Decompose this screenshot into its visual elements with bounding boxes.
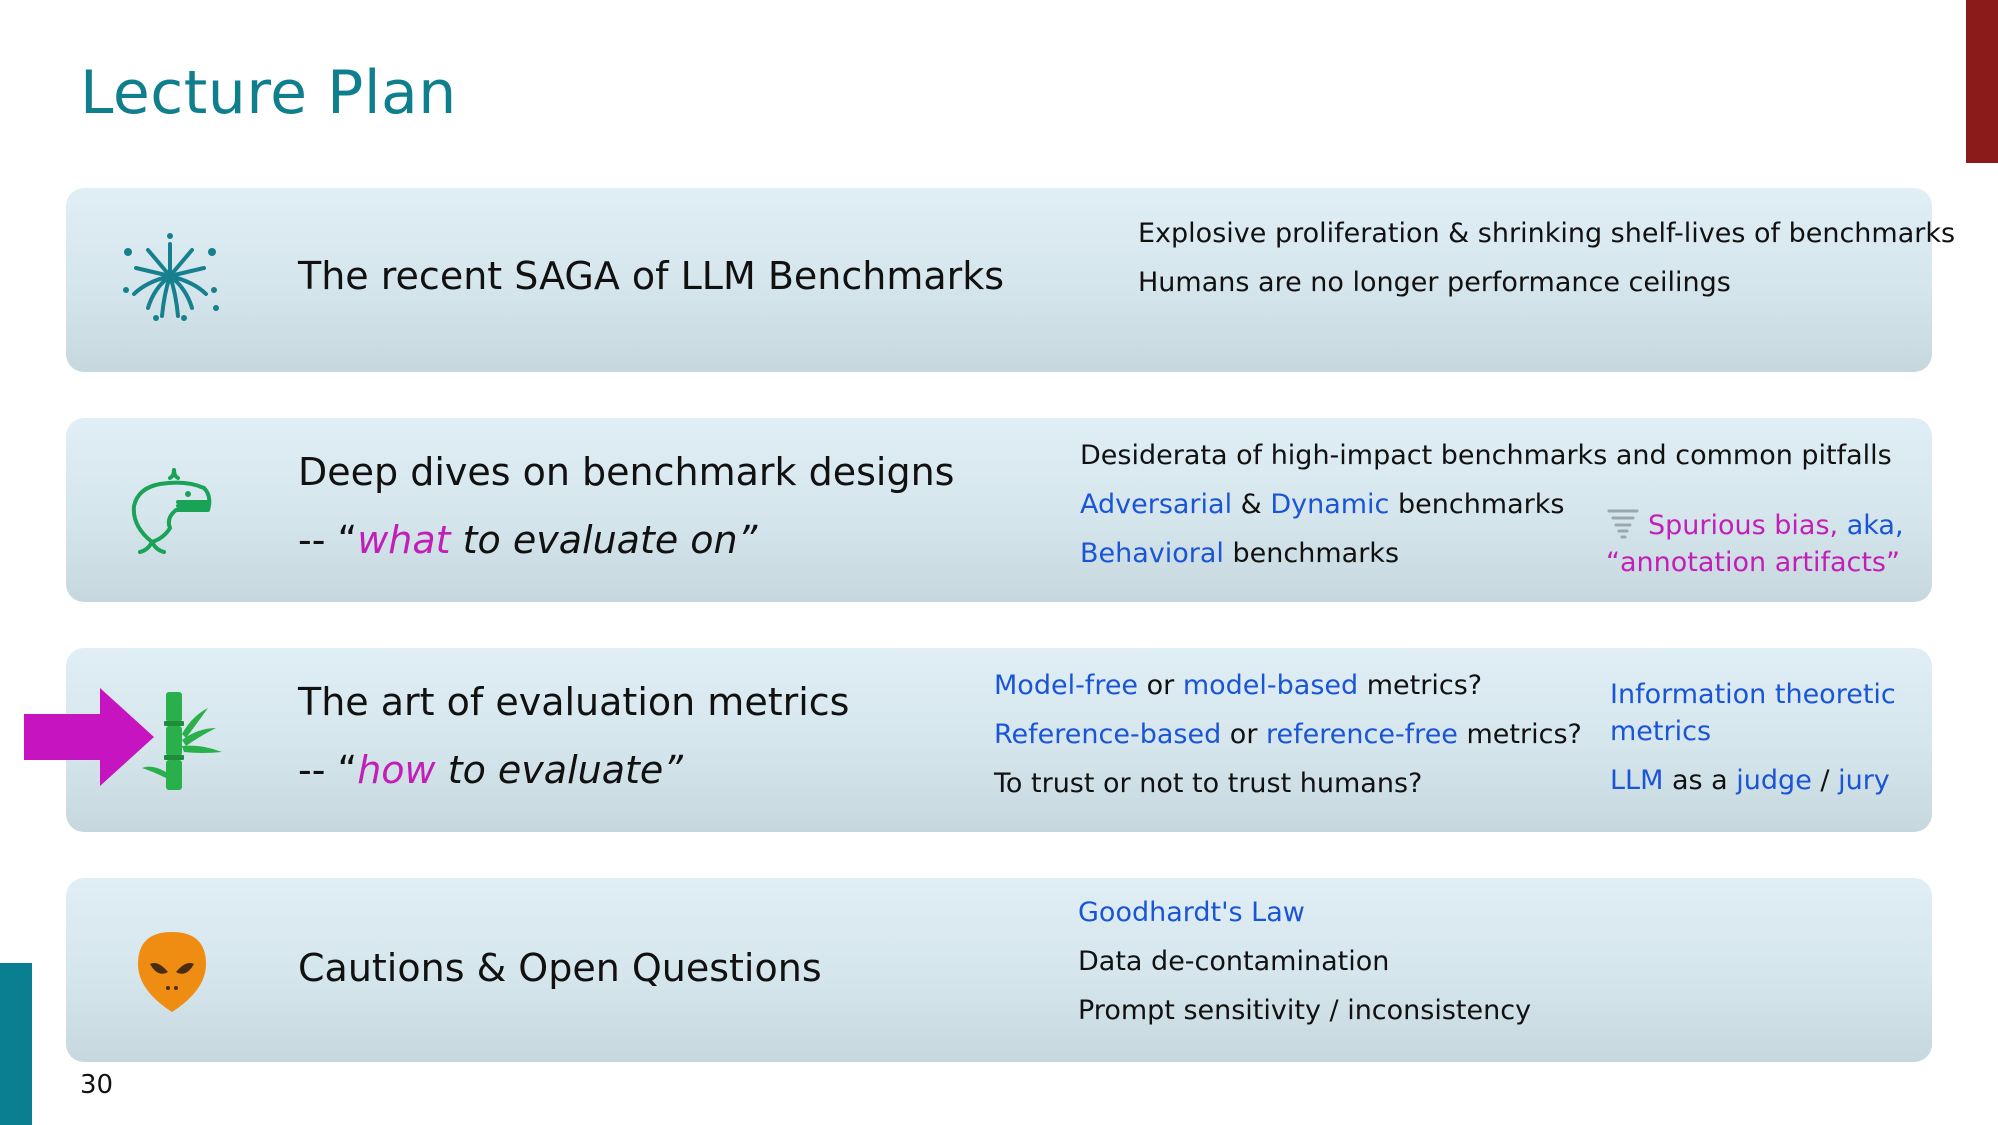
- list-item: Adversarial & Dynamic benchmarks: [1080, 480, 1892, 529]
- section-items: Model-free or model-based metrics? Refer…: [994, 661, 1582, 808]
- page-title: Lecture Plan: [80, 58, 457, 128]
- side-text: /: [1811, 765, 1839, 796]
- whale-icon: [131, 468, 212, 554]
- section-panel-cautions: Cautions & Open Questions Goodhardt's La…: [66, 878, 1932, 1062]
- subheading-prefix: -- “: [298, 748, 358, 792]
- item-text: Desiderata of high-impact benchmarks and…: [1080, 440, 1892, 471]
- item-text: &: [1232, 489, 1271, 520]
- link-reference-free[interactable]: reference-free: [1266, 719, 1458, 750]
- link-judge[interactable]: judge: [1736, 765, 1812, 796]
- list-item: Data de-contamination: [1078, 946, 1390, 977]
- item-text: or: [1138, 670, 1183, 701]
- section-heading: The art of evaluation metrics: [298, 680, 850, 724]
- link-adversarial[interactable]: Adversarial: [1080, 489, 1233, 520]
- bamboo-icon: [142, 692, 222, 790]
- spurious-bias-link[interactable]: Spurious bias: [1648, 510, 1830, 541]
- list-item: Reference-based or reference-free metric…: [994, 710, 1582, 759]
- link-dynamic[interactable]: Dynamic: [1270, 489, 1390, 520]
- item-text: metrics?: [1358, 670, 1483, 701]
- fireworks-icon: [123, 233, 219, 321]
- link-reference-based[interactable]: Reference-based: [994, 719, 1222, 750]
- list-item: Model-free or model-based metrics?: [994, 661, 1582, 710]
- subheading-prefix: -- “: [298, 518, 358, 562]
- alien-icon: [138, 932, 206, 1012]
- accent-bar-bottom: [0, 963, 32, 1125]
- link-information-theoretic[interactable]: Information theoretic: [1610, 679, 1896, 710]
- side-text: ,: [1829, 510, 1847, 541]
- current-section-arrow: [24, 688, 154, 786]
- tornado-icon: [1607, 509, 1639, 539]
- side-note: Spurious bias, aka, “annotation artifact…: [1606, 506, 1904, 581]
- section-panel-evaluation-metrics: The art of evaluation metrics -- “how to…: [66, 648, 1932, 832]
- subheading-rest: to evaluate”: [435, 748, 683, 792]
- aka-link[interactable]: aka,: [1846, 510, 1904, 541]
- section-heading: The recent SAGA of LLM Benchmarks: [298, 254, 1005, 298]
- section-subheading: -- “how to evaluate”: [298, 748, 683, 792]
- list-item: Prompt sensitivity / inconsistency: [1078, 995, 1532, 1026]
- list-item: Behavioral benchmarks: [1080, 529, 1892, 578]
- link-llm[interactable]: LLM: [1610, 765, 1664, 796]
- item-text: To trust or not to trust humans?: [994, 768, 1423, 799]
- section-subheading: -- “what to evaluate on”: [298, 518, 757, 562]
- section-items: Desiderata of high-impact benchmarks and…: [1080, 431, 1892, 578]
- section-panel-saga: The recent SAGA of LLM Benchmarks Explos…: [66, 188, 1955, 372]
- side-text: as a: [1663, 765, 1737, 796]
- side-text: “annotation artifacts”: [1606, 547, 1900, 578]
- link-jury[interactable]: jury: [1838, 765, 1890, 796]
- link-behavioral[interactable]: Behavioral: [1080, 538, 1224, 569]
- section-heading: Cautions & Open Questions: [298, 946, 822, 990]
- link-information-theoretic[interactable]: metrics: [1610, 716, 1712, 747]
- link-goodhart-law[interactable]: Goodhardt's Law: [1078, 897, 1305, 928]
- item-text: metrics?: [1457, 719, 1582, 750]
- item-text: or: [1221, 719, 1267, 750]
- section-panel-benchmark-designs: Deep dives on benchmark designs -- “what…: [66, 418, 1932, 602]
- accent-bar-top: [1966, 0, 1998, 163]
- section-items: Goodhardt's Law Data de-contamination Pr…: [1078, 888, 1531, 1035]
- side-note: Information theoretic metrics LLM as a j…: [1610, 676, 1896, 799]
- section-heading: Deep dives on benchmark designs: [298, 450, 955, 494]
- list-item: Explosive proliferation & shrinking shel…: [1138, 218, 1956, 249]
- subheading-emphasis: what: [357, 518, 451, 562]
- link-model-free[interactable]: Model-free: [994, 670, 1139, 701]
- item-text: benchmarks: [1223, 538, 1400, 569]
- page-number: 30: [80, 1070, 114, 1100]
- subheading-emphasis: how: [357, 748, 436, 792]
- list-item: Humans are no longer performance ceiling…: [1138, 267, 1731, 298]
- subheading-rest: to evaluate on”: [450, 518, 758, 562]
- section-items: Explosive proliferation & shrinking shel…: [1138, 209, 1955, 307]
- item-text: benchmarks: [1389, 489, 1565, 520]
- list-item: To trust or not to trust humans?: [994, 759, 1582, 808]
- list-item: Desiderata of high-impact benchmarks and…: [1080, 431, 1892, 480]
- link-model-based[interactable]: model-based: [1182, 670, 1359, 701]
